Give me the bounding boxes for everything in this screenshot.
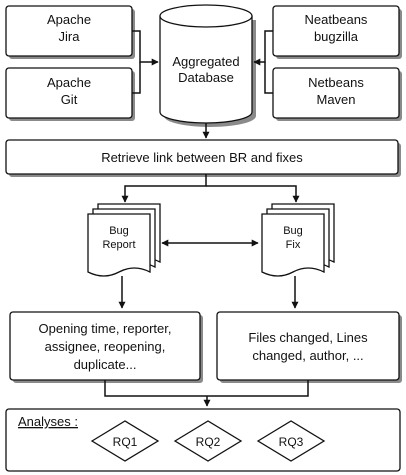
source-apache-jira-line1: Apache — [47, 12, 91, 27]
bug-fix-label-line1: Bug — [283, 225, 303, 237]
bug-report-label-line1: Bug — [109, 225, 129, 237]
retrieve-link-step: Retrieve link between BR and fixes — [5, 139, 401, 177]
bug-report-document: Bug Report — [87, 203, 161, 277]
retrieve-split-connectors — [121, 174, 300, 203]
aggregated-database-cylinder: Aggregated Database — [159, 4, 256, 127]
source-apache-git-line1: Apache — [47, 75, 91, 90]
fix-fields-line2: changed, author, ... — [252, 348, 363, 363]
analyses-box: Analyses : RQ1 RQ2 RQ3 — [5, 408, 401, 472]
source-netbeans-maven: Netbeans Maven — [272, 67, 402, 121]
rq2-label: RQ2 — [196, 435, 221, 449]
rq1-diamond: RQ1 — [90, 420, 160, 462]
fields-merge-connectors — [104, 380, 309, 407]
database-label-line2: Database — [178, 70, 234, 85]
fix-fields-line1: Files changed, Lines — [248, 330, 368, 345]
source-apache-jira: Apache Jira — [5, 5, 135, 59]
source-netbeans-maven-line1: Netbeans — [308, 75, 364, 90]
source-apache-jira-line2: Jira — [59, 29, 81, 44]
rq1-label: RQ1 — [113, 435, 138, 449]
report-fields-line2: assignee, reopening, — [45, 339, 166, 354]
rq3-label: RQ3 — [279, 435, 304, 449]
database-label-line1: Aggregated — [172, 54, 239, 69]
source-connectors — [132, 30, 273, 94]
report-fields-box: Opening time, reporter, assignee, reopen… — [9, 311, 203, 383]
report-fields-line1: Opening time, reporter, — [39, 321, 172, 336]
report-fields-line3: duplicate... — [74, 357, 137, 372]
source-netbeans-bugzilla-line1: Neatbeans — [305, 12, 368, 27]
source-netbeans-bugzilla-line2: bugzilla — [314, 29, 359, 44]
source-apache-git-line2: Git — [61, 92, 78, 107]
source-netbeans-maven-line2: Maven — [316, 92, 355, 107]
rq2-diamond: RQ2 — [173, 420, 243, 462]
source-netbeans-bugzilla: Neatbeans bugzilla — [272, 5, 402, 59]
rq3-diamond: RQ3 — [256, 420, 326, 462]
source-apache-git: Apache Git — [5, 67, 135, 121]
retrieve-link-label: Retrieve link between BR and fixes — [101, 150, 303, 165]
fix-fields-box: Files changed, Lines changed, author, ..… — [216, 311, 402, 383]
bug-fix-document: Bug Fix — [261, 203, 335, 277]
bug-report-label-line2: Report — [102, 239, 135, 251]
bug-fix-label-line2: Fix — [286, 239, 301, 251]
analyses-label: Analyses : — [18, 414, 78, 429]
